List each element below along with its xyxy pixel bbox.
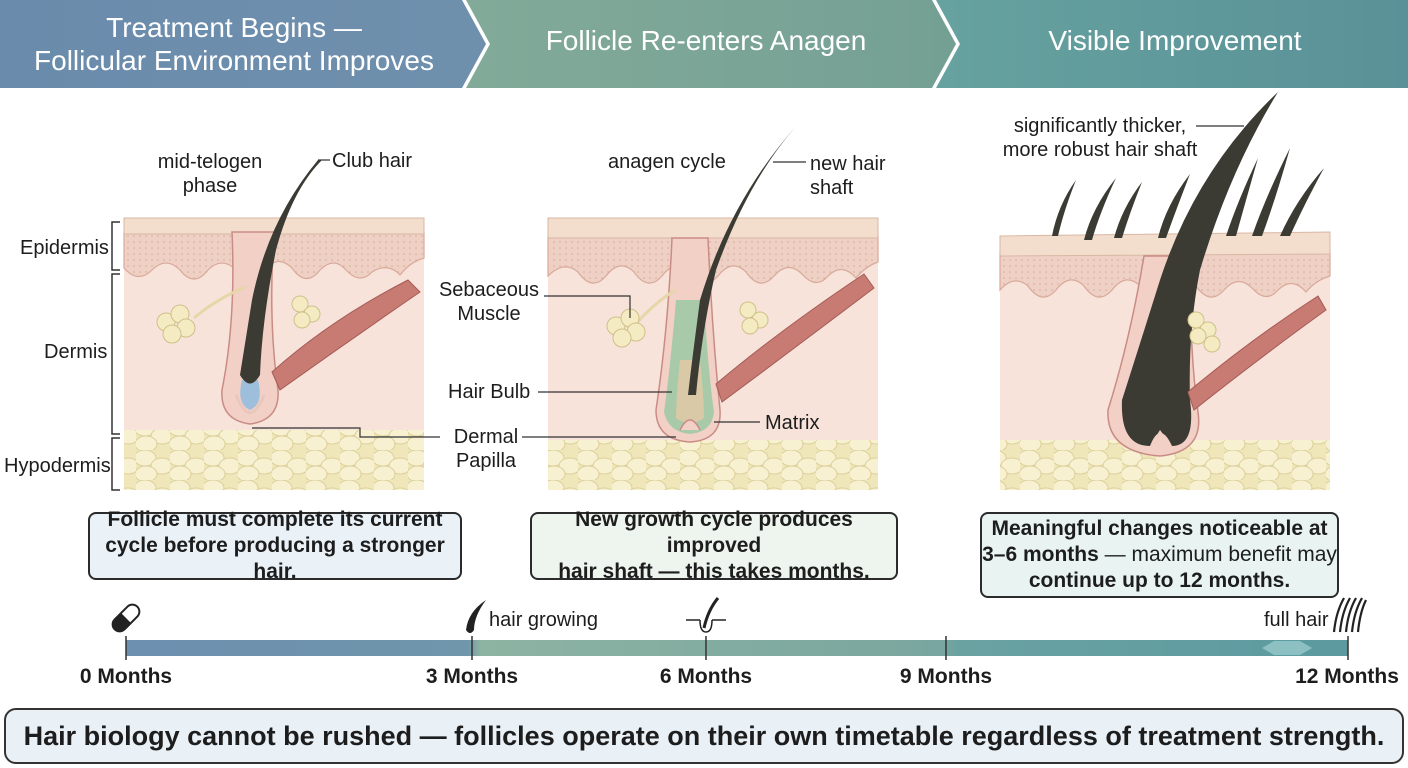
timeline-ticks bbox=[125, 636, 1349, 660]
panel-2-sebaceous-gland bbox=[606, 288, 769, 348]
hair-follicle-icon bbox=[686, 597, 726, 633]
panel-1-follicle bbox=[221, 160, 322, 425]
timeline-bar bbox=[126, 640, 1348, 656]
panel-2-leaders bbox=[522, 161, 806, 438]
matrix-label: Matrix bbox=[765, 412, 820, 434]
tick-6-months: 6 Months bbox=[659, 665, 753, 688]
tick-0-months: 0 Months bbox=[79, 665, 173, 688]
panel-1-leaders bbox=[252, 159, 440, 438]
tick-3-months: 3 Months bbox=[425, 665, 519, 688]
hair-bulb-label: Hair Bulb bbox=[448, 381, 531, 403]
follicle-illustrations bbox=[111, 92, 1331, 491]
panel-3-sebaceous-gland bbox=[1187, 311, 1221, 353]
hypodermis-label: Hypodermis bbox=[4, 455, 111, 477]
tick-12-months: 12 Months bbox=[1295, 665, 1399, 688]
stage-3-title: Visible Improvement bbox=[1048, 24, 1302, 56]
panel-3-follicle bbox=[1107, 92, 1278, 457]
stage-2-title: Follicle Re-enters Anagen bbox=[545, 24, 867, 56]
panel-2-follicle bbox=[655, 124, 798, 443]
full-hair-icon bbox=[1332, 597, 1367, 633]
dermis-label: Dermis bbox=[44, 341, 108, 363]
anagen-cycle-label: anagen cycle bbox=[608, 151, 726, 173]
panel-2-arrector-muscle bbox=[715, 273, 875, 403]
full-hair-label: full hair bbox=[1264, 609, 1329, 631]
stage-2-arrow bbox=[466, 0, 956, 88]
hair-growing-label: hair growing bbox=[489, 609, 598, 631]
timeline bbox=[111, 597, 1367, 660]
panel-1-sebaceous-gland bbox=[156, 285, 321, 344]
panel-1-arrector-muscle bbox=[271, 279, 421, 391]
club-hair-label: Club hair bbox=[332, 150, 413, 172]
skin-layer-brackets bbox=[111, 221, 120, 491]
stage-banner bbox=[0, 0, 1408, 88]
stage-3-arrow bbox=[936, 0, 1408, 88]
panel-3-short-hairs bbox=[1052, 148, 1324, 240]
stage-1-title: Treatment Begins — Follicular Environmen… bbox=[34, 12, 434, 76]
footer-text: Hair biology cannot be rushed — follicle… bbox=[23, 720, 1385, 751]
thicker-shaft-label: significantly thicker,more robust hair s… bbox=[1002, 115, 1198, 161]
epidermis-label: Epidermis bbox=[20, 237, 109, 259]
panel-3-arrector-muscle bbox=[1187, 295, 1327, 411]
panel-3-callout: Meaningful changes noticeable at 3–6 mon… bbox=[980, 512, 1339, 598]
tick-9-months: 9 Months bbox=[899, 665, 993, 688]
pill-icon bbox=[111, 603, 141, 633]
stage-1-arrow bbox=[0, 0, 486, 88]
sprouting-hair-icon bbox=[466, 600, 486, 633]
footer-banner: Hair biology cannot be rushed — follicle… bbox=[4, 708, 1404, 764]
